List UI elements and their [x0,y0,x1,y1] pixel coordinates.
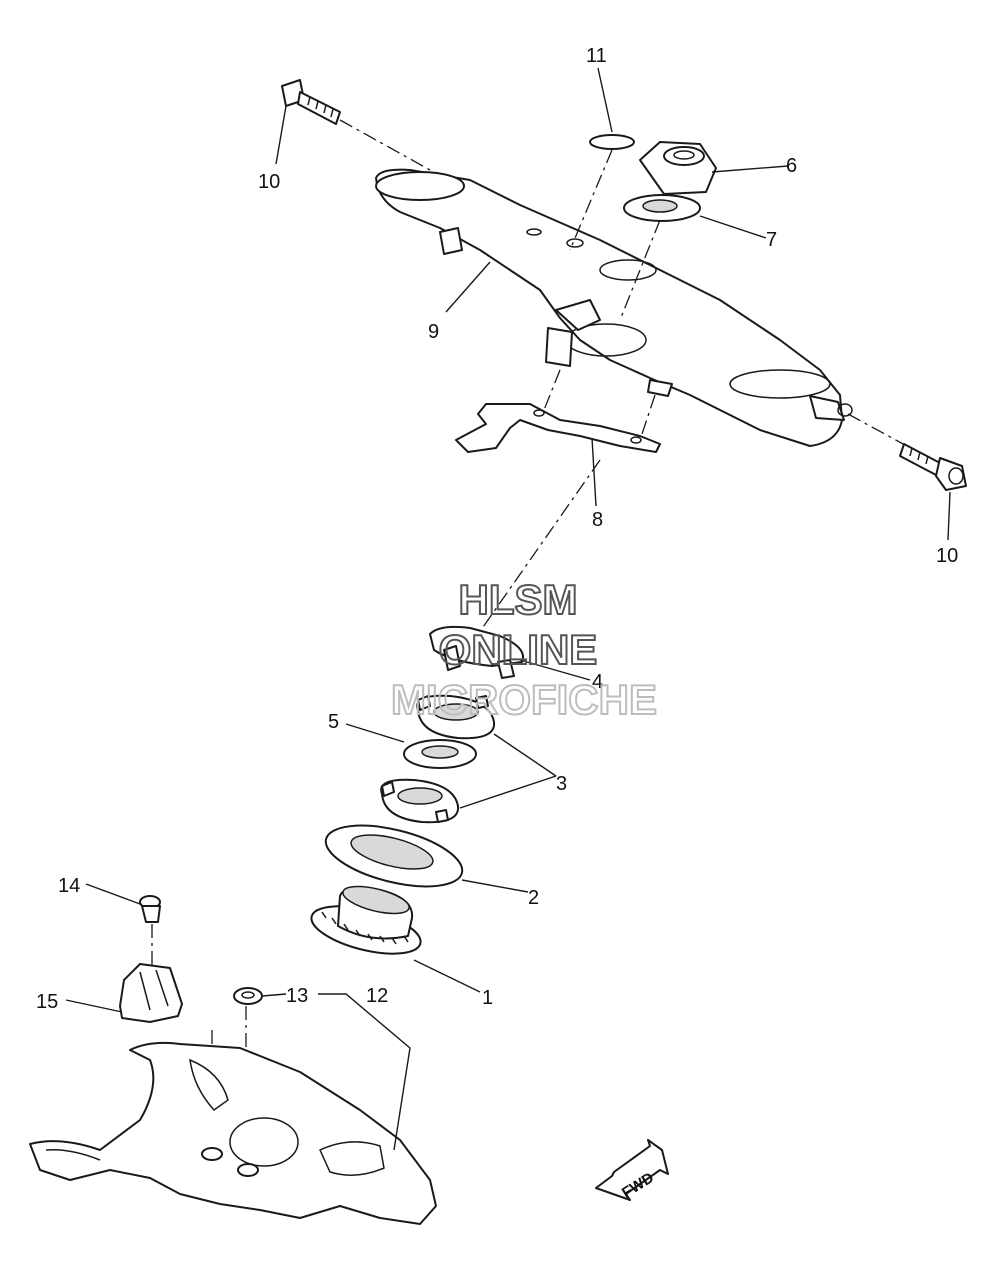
callout-5: 5 [328,711,339,733]
callout-9: 9 [428,321,439,343]
part-10-bolt-left[interactable] [281,79,341,125]
callout-6: 6 [786,155,797,177]
axis-line-steering-stem [459,149,661,661]
callout-10-right: 10 [936,545,958,567]
callout-11: 11 [586,45,607,67]
watermark-line-3: MICROFICHE [391,676,657,723]
callout-4: 4 [592,671,603,693]
part-3-ring-nut-lower[interactable] [380,778,460,824]
part-2-dust-seal[interactable] [320,814,468,898]
fwd-arrow-icon: FWD [595,1139,669,1202]
callout-13: 13 [286,985,308,1007]
callout-3: 3 [556,773,567,795]
callout-labels: 11 6 7 10 9 8 10 4 5 3 2 1 13 12 14 15 [36,45,958,1013]
part-7-washer[interactable] [623,194,701,222]
part-15-clip[interactable] [119,963,183,1023]
part-14-screw[interactable] [139,895,161,923]
callout-15: 15 [36,991,58,1013]
callout-8: 8 [592,509,603,531]
callout-7: 7 [766,229,777,251]
part-1-bearing[interactable] [307,881,425,963]
watermark-line-1: HLSM [459,576,578,623]
callout-2: 2 [528,887,539,909]
part-4-lock-washer[interactable] [429,625,524,679]
part-13-grommet[interactable] [233,987,263,1005]
axis-line-bolt-left [339,119,431,171]
callout-1: 1 [482,987,493,1009]
part-10-bolt-right[interactable] [899,443,967,491]
axis-line-bolt-right [847,413,906,446]
leader-lines [65,67,951,1151]
watermark-line-2: ONLINE [439,626,598,673]
part-8-bracket-plate[interactable] [455,403,661,453]
callout-10-left: 10 [258,171,280,193]
part-3-ring-nut-upper[interactable] [416,694,496,740]
part-9-upper-bracket[interactable] [375,168,853,447]
part-11-o-ring[interactable] [589,134,635,150]
callout-12: 12 [366,985,388,1007]
watermark: HLSM ONLINE MICROFICHE [390,575,658,724]
callout-14: 14 [58,875,80,897]
part-12-lower-cover[interactable] [29,1041,437,1225]
part-6-nut[interactable] [639,141,717,195]
part-5-rubber-washer[interactable] [403,739,477,769]
